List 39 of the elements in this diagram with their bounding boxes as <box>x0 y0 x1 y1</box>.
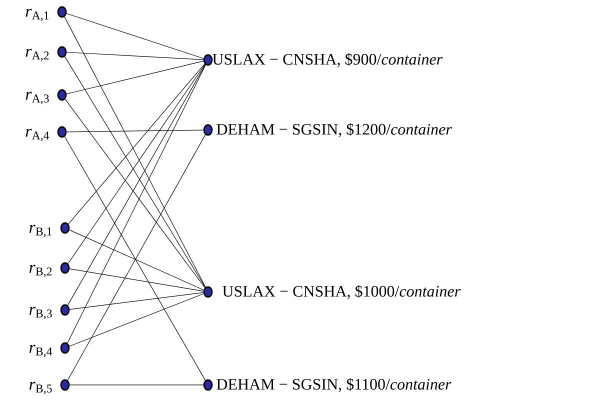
node-label: DEHAM − SGSIN, $1100/container <box>216 378 452 392</box>
connector-line <box>69 268 204 292</box>
dot <box>57 6 67 18</box>
connector-line <box>69 293 204 347</box>
dot <box>60 262 70 274</box>
connector-line <box>69 292 204 310</box>
node-label: r$_{B,1}$ <box>29 224 52 238</box>
connector-line <box>66 13 204 59</box>
dot <box>60 304 70 316</box>
node-label: USLAX − CNSHA, $1000/container <box>222 284 461 299</box>
connector-line <box>66 130 204 132</box>
node-label: r$_{A,1}$ <box>26 8 49 22</box>
node-label: r$_{B,2}$ <box>29 264 52 278</box>
connector-line <box>68 64 206 264</box>
connector-line <box>66 60 204 94</box>
dot <box>57 126 67 138</box>
dot <box>60 342 70 354</box>
dot <box>203 379 213 391</box>
node-label: r$_{A,2}$ <box>26 48 49 62</box>
node-label: r$_{B,4}$ <box>29 344 52 358</box>
connector-line <box>69 384 204 386</box>
connector-line <box>68 64 205 224</box>
dot <box>203 286 213 298</box>
connector-line <box>66 52 204 60</box>
connector-line <box>64 16 206 288</box>
node-label: DEHAM − SGSIN, $1200/container <box>216 122 452 138</box>
node-label: r$_{A,4}$ <box>26 128 50 142</box>
dot <box>60 222 70 234</box>
dot <box>57 89 67 101</box>
node-label: USLAX − CNSHA, $900/container <box>212 52 443 68</box>
dot <box>203 124 213 136</box>
node-label: r$_{B,5}$ <box>29 382 52 394</box>
connector-line <box>69 230 204 290</box>
node-label: r$_{B,3}$ <box>29 306 52 320</box>
dot <box>57 46 67 58</box>
node-label: r$_{A,3}$ <box>26 92 49 104</box>
connector-line <box>64 98 206 288</box>
dot <box>203 54 213 66</box>
dot <box>60 379 70 391</box>
